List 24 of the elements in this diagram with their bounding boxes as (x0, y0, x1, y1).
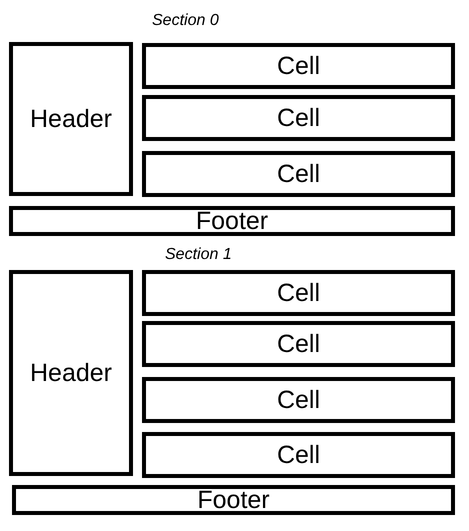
cell-box (142, 95, 455, 141)
cell-box (142, 377, 455, 423)
footer-box (12, 485, 455, 515)
cell-box (142, 151, 455, 197)
cell-box (142, 270, 455, 316)
header-box (9, 270, 133, 476)
box-label: Header (30, 106, 112, 132)
box-label: Footer (197, 488, 270, 512)
box-label: Cell (276, 388, 320, 412)
cell-box (142, 321, 455, 367)
box-label: Cell (276, 54, 320, 78)
box-label: Cell (276, 332, 320, 356)
footer-box (9, 206, 455, 236)
cell-box (142, 432, 455, 478)
box-label: Cell (276, 162, 320, 186)
box-label: Cell (276, 106, 320, 130)
box-label: Cell (276, 442, 320, 468)
section-title: Section 1 (165, 246, 232, 264)
section-title: Section 0 (152, 12, 219, 30)
box-label: Footer (196, 208, 268, 234)
header-box (9, 42, 133, 196)
box-label: Cell (276, 280, 320, 306)
cell-box (142, 43, 455, 89)
box-label: Header (30, 360, 112, 386)
